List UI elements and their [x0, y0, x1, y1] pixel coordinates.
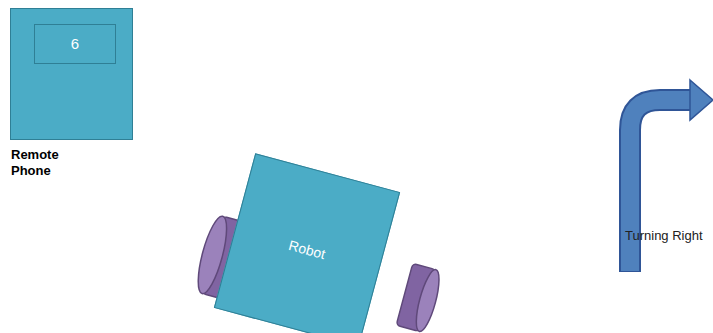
right-wheel	[396, 263, 443, 333]
wheel-face	[412, 268, 444, 333]
motion-label: Turning Right	[625, 228, 705, 245]
phone-screen: 6	[34, 24, 116, 64]
arrow-head	[690, 80, 713, 120]
turn-arrow	[630, 80, 713, 272]
robot-body: Robot	[214, 153, 400, 333]
device-label: Remote Phone	[11, 147, 91, 178]
phone-body: Remote Phone6	[10, 8, 133, 140]
node-text: Robot	[233, 223, 380, 278]
arrow-shaft	[630, 100, 693, 271]
node-text: 6	[35, 35, 115, 53]
arrow-outline	[630, 100, 692, 272]
